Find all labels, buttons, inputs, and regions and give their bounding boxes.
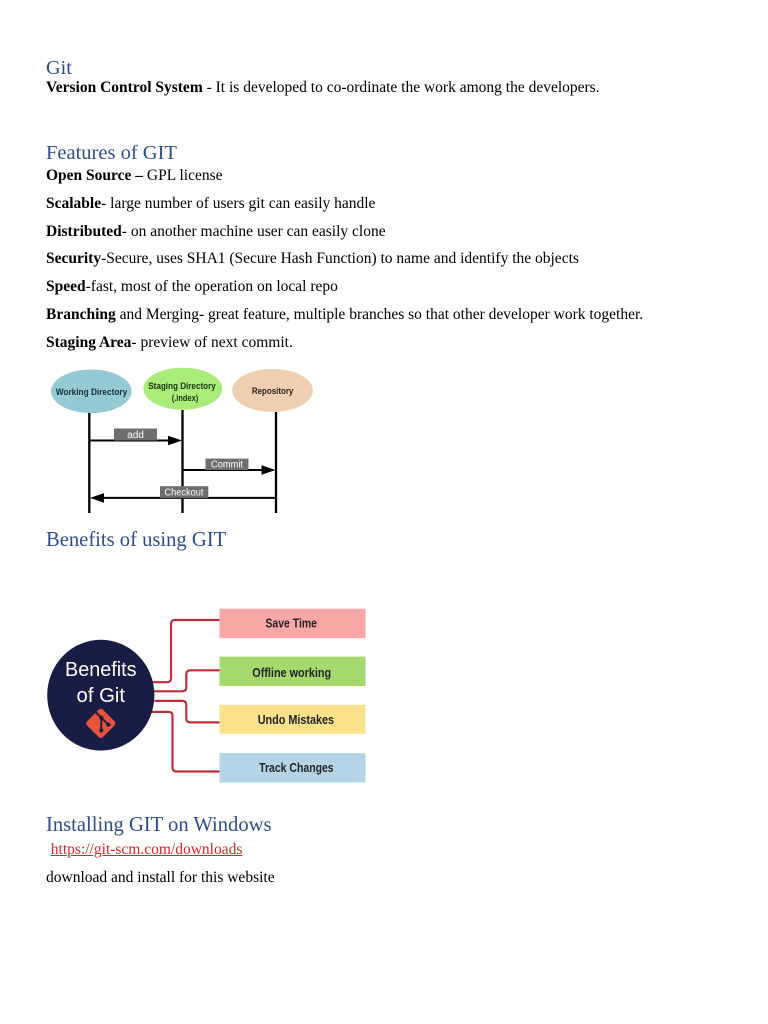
- svg-text:Working Directory: Working Directory: [56, 387, 128, 397]
- svg-text:of Git: of Git: [77, 685, 126, 707]
- svg-text:(.index): (.index): [172, 393, 199, 403]
- svg-text:Save Time: Save Time: [265, 616, 317, 631]
- svg-text:Checkout: Checkout: [165, 488, 204, 499]
- svg-text:add: add: [127, 430, 144, 441]
- svg-text:Undo Mistakes: Undo Mistakes: [258, 712, 334, 727]
- svg-text:Repository: Repository: [252, 386, 294, 396]
- svg-text:Benefits: Benefits: [65, 659, 137, 681]
- svg-text:Track Changes: Track Changes: [259, 760, 334, 775]
- svg-text:Commit: Commit: [211, 460, 243, 471]
- svg-text:Staging Directory: Staging Directory: [148, 381, 216, 391]
- svg-text:Offline working: Offline working: [252, 665, 331, 680]
